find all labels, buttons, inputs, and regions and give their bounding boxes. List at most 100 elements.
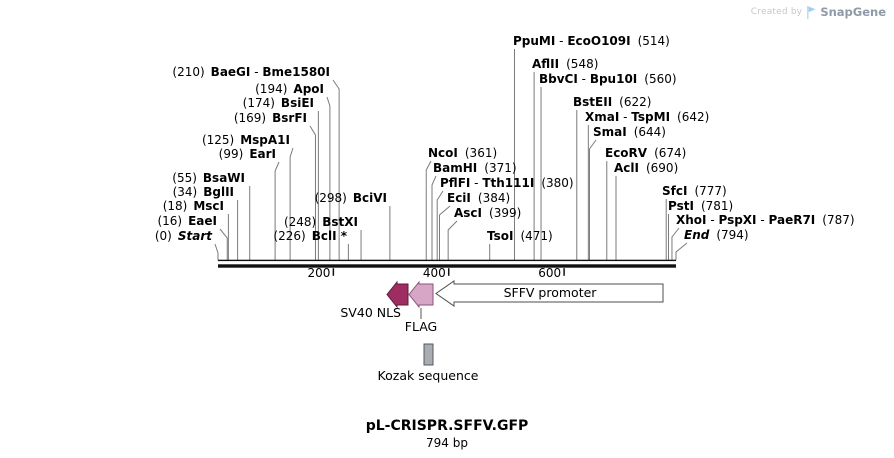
restriction-site-label: PstI(781) <box>668 200 733 213</box>
enzyme-name: ApoI <box>293 82 324 96</box>
restriction-site-label: EciI(384) <box>447 192 510 205</box>
enzyme-name: BclI * <box>311 229 347 243</box>
feature-sv40-nls <box>386 280 409 309</box>
site-name-separator: - <box>470 176 483 190</box>
site-name-separator: - <box>706 213 719 227</box>
site-leader-line <box>436 190 444 261</box>
snapgene-watermark: Created by SnapGene <box>751 4 886 20</box>
site-leader-line <box>214 243 219 261</box>
restriction-site-label: (248) BstXI <box>284 216 358 229</box>
site-position: (399) <box>489 206 522 220</box>
start-marker-label: (0) Start <box>155 230 212 243</box>
sequence-ruler-top-line <box>218 259 676 262</box>
enzyme-name: MspA1I <box>240 133 290 147</box>
site-position: (34) <box>172 185 198 199</box>
site-position: (514) <box>637 34 670 48</box>
restriction-site-label: PpuMI - EcoO109I(514) <box>513 35 670 48</box>
restriction-site-label: XhoI - PspXI - PaeR7I(787) <box>676 214 855 227</box>
site-name-separator: - <box>555 34 568 48</box>
site-position: (174) <box>242 96 275 110</box>
site-leader-line <box>274 161 280 261</box>
site-position: (690) <box>645 161 679 175</box>
sequence-terminus-name: End <box>684 228 710 242</box>
enzyme-name: NcoI <box>428 146 458 160</box>
end-marker-label: End(794) <box>684 229 749 242</box>
site-position: (0) <box>154 229 172 243</box>
site-position: (298) <box>314 191 347 205</box>
site-position: (18) <box>162 199 188 213</box>
restriction-site-label: AflII (548) <box>532 58 598 71</box>
enzyme-name: PflFI <box>440 176 471 190</box>
restriction-site-label: (226) BclI * <box>273 230 347 243</box>
site-position: (210) <box>172 65 205 79</box>
enzyme-name: EciI <box>447 191 471 205</box>
site-position: (644) <box>633 125 666 139</box>
site-leader-line <box>675 242 688 261</box>
restriction-site-label: (194) ApoI <box>255 83 324 96</box>
restriction-site-label: AclI(690) <box>614 162 678 175</box>
site-position: (361) <box>464 146 498 160</box>
restriction-site-label: TsoI(471) <box>487 230 553 243</box>
restriction-site-label: XmaI - TspMI(642) <box>585 111 709 124</box>
enzyme-name: BsrFI <box>272 111 307 125</box>
enzyme-name: Bpu10I <box>589 72 638 86</box>
enzyme-name: EaeI <box>188 214 217 228</box>
site-position: (548) <box>566 57 599 71</box>
enzyme-name: XmaI <box>585 110 620 124</box>
restriction-site-label: NcoI (361) <box>428 147 497 160</box>
enzyme-name: XhoI <box>676 213 707 227</box>
feature-label-kozak: Kozak sequence <box>377 368 479 383</box>
site-leader-line <box>439 205 451 261</box>
site-position: (248) <box>283 215 317 229</box>
plasmid-length: 794 bp <box>426 436 468 450</box>
site-position: (226) <box>273 229 306 243</box>
site-leader-line <box>326 96 331 261</box>
enzyme-name: Bme1580I <box>262 65 330 79</box>
enzyme-name: BciVI <box>352 191 387 205</box>
enzyme-name: AflII <box>532 57 560 71</box>
restriction-site-label: EcoRV(674) <box>605 147 686 160</box>
restriction-site-label: AscI(399) <box>454 207 521 220</box>
site-position: (777) <box>694 184 727 198</box>
sequence-ruler-bar <box>218 264 676 268</box>
site-leader-line <box>588 139 597 261</box>
restriction-site-label: (34)BglII <box>173 186 234 199</box>
site-position: (371) <box>484 161 517 175</box>
site-position: (380) <box>541 176 574 190</box>
restriction-site-label: (18) MscI <box>163 200 224 213</box>
enzyme-name: EcoO109I <box>567 34 631 48</box>
enzyme-name: PaeR7I <box>768 213 816 227</box>
enzyme-name: BstEII <box>573 95 613 109</box>
site-position: (169) <box>233 111 267 125</box>
enzyme-name: BstXI <box>322 215 358 229</box>
site-leader-line <box>309 125 316 261</box>
ruler-tick-label: 400 <box>422 266 446 280</box>
feature-label-flag: FLAG <box>404 319 438 334</box>
sequence-terminus-name: Start <box>177 229 212 243</box>
enzyme-name: EcoRV <box>605 146 648 160</box>
site-leader-line <box>289 147 294 261</box>
restriction-site-label: PflFI - Tth111I(380) <box>440 177 574 190</box>
enzyme-name: EarI <box>249 147 276 161</box>
site-position: (560) <box>644 72 677 86</box>
site-position: (781) <box>700 199 734 213</box>
site-position: (471) <box>520 229 553 243</box>
restriction-site-label: (125)MspA1I <box>202 134 290 147</box>
site-leader-line <box>219 228 228 261</box>
restriction-site-label: (99) EarI <box>219 148 276 161</box>
restriction-site-label: (169) BsrFI <box>234 112 307 125</box>
restriction-site-label: SmaI(644) <box>593 126 666 139</box>
site-position: (99) <box>218 147 244 161</box>
enzyme-name: BamHI <box>433 161 478 175</box>
feature-flag <box>408 280 434 309</box>
feature-kozak <box>423 343 434 366</box>
feature-label-sffv-promoter: SFFV promoter <box>503 285 597 300</box>
restriction-site-label: SfcI(777) <box>662 185 727 198</box>
site-position: (194) <box>255 82 288 96</box>
feature-sffv-promoter <box>435 280 664 307</box>
enzyme-name: TspMI <box>631 110 671 124</box>
enzyme-name: MscI <box>193 199 224 213</box>
enzyme-name: BsiEI <box>280 96 314 110</box>
plasmid-title: pL-CRISPR.SFFV.GFP <box>365 418 529 434</box>
site-position: (622) <box>619 95 652 109</box>
